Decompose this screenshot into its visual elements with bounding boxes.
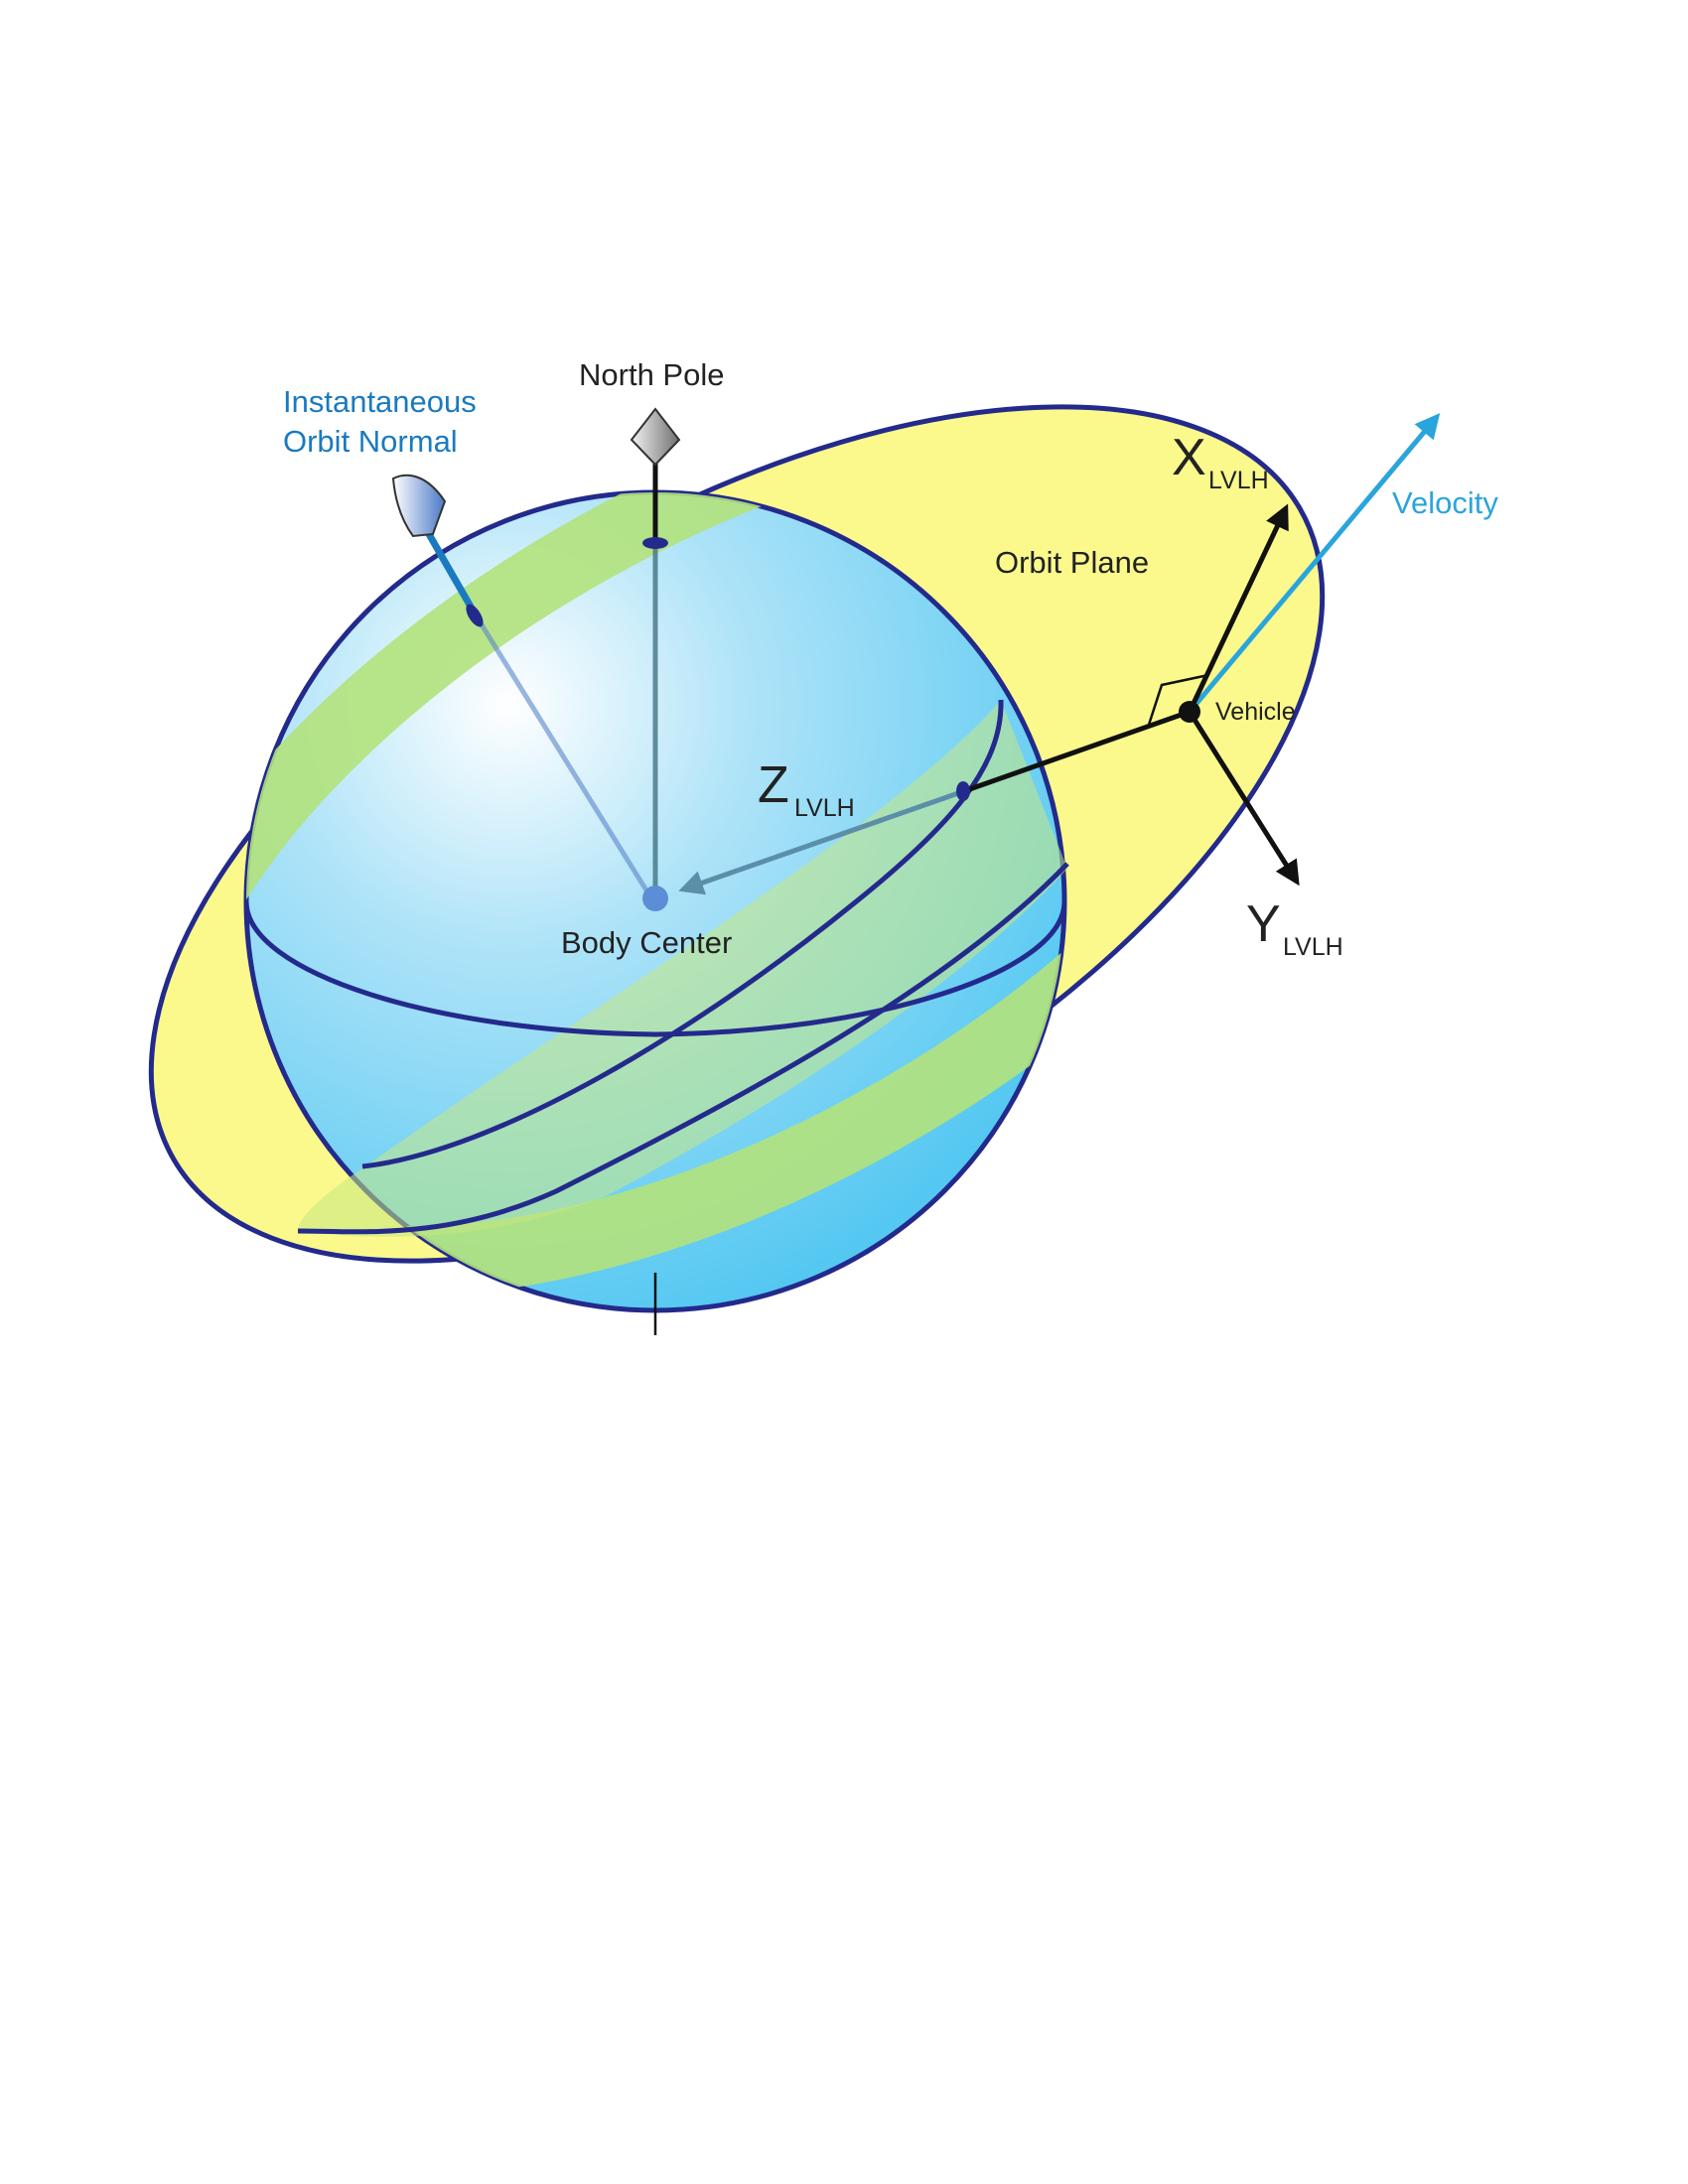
- label-body-center: Body Center: [561, 925, 732, 960]
- orbit-front-edge-lower: [297, 862, 1069, 1235]
- label-y-lvlh: Y: [1246, 895, 1281, 953]
- orbit-normal-axis-outer: [425, 532, 479, 615]
- x-lvlh-axis: [1187, 503, 1289, 714]
- label-north-pole: North Pole: [579, 357, 724, 392]
- label-orbit-normal-line1: Instantaneous: [283, 384, 477, 419]
- equator: [243, 900, 1067, 1037]
- z-lvlh-axis-inside: [678, 789, 962, 895]
- orbit-plane-intersection: [246, 492, 1064, 1297]
- z-axis-letter: Z: [758, 756, 789, 814]
- vehicle-point: [1179, 701, 1200, 723]
- label-x-lvlh: X: [1172, 429, 1206, 486]
- right-angle-marker: [1147, 673, 1209, 726]
- north-pole-pierce-point: [642, 537, 668, 549]
- orbit-plane-front: [298, 700, 1067, 1237]
- diamond-pointer-icon: [630, 407, 681, 467]
- cone-pointer-icon: [391, 474, 447, 538]
- velocity-arrow: [1188, 413, 1441, 714]
- y-lvlh-axis: [1187, 710, 1300, 887]
- label-z-lvlh: Z: [758, 756, 789, 814]
- label-velocity: Velocity: [1392, 485, 1498, 520]
- y-axis-letter: Y: [1246, 895, 1281, 953]
- orbit-normal-pierce-point: [466, 604, 484, 627]
- orbit-normal-axis: [472, 612, 654, 900]
- z-lvlh-axis-outside: [960, 709, 1191, 795]
- body-center-point: [642, 886, 668, 911]
- orbit-front-edge: [361, 699, 1004, 1169]
- label-x-lvlh-subscript: LVLH: [1208, 467, 1269, 494]
- label-orbit-plane: Orbit Plane: [995, 545, 1149, 580]
- label-vehicle: Vehicle: [1215, 698, 1296, 726]
- z-axis-pierce-point: [956, 781, 970, 801]
- label-y-lvlh-subscript: LVLH: [1283, 933, 1343, 961]
- label-z-lvlh-subscript: LVLH: [794, 794, 855, 822]
- label-orbit-normal-line2: Orbit Normal: [283, 424, 458, 459]
- x-axis-letter: X: [1172, 429, 1206, 486]
